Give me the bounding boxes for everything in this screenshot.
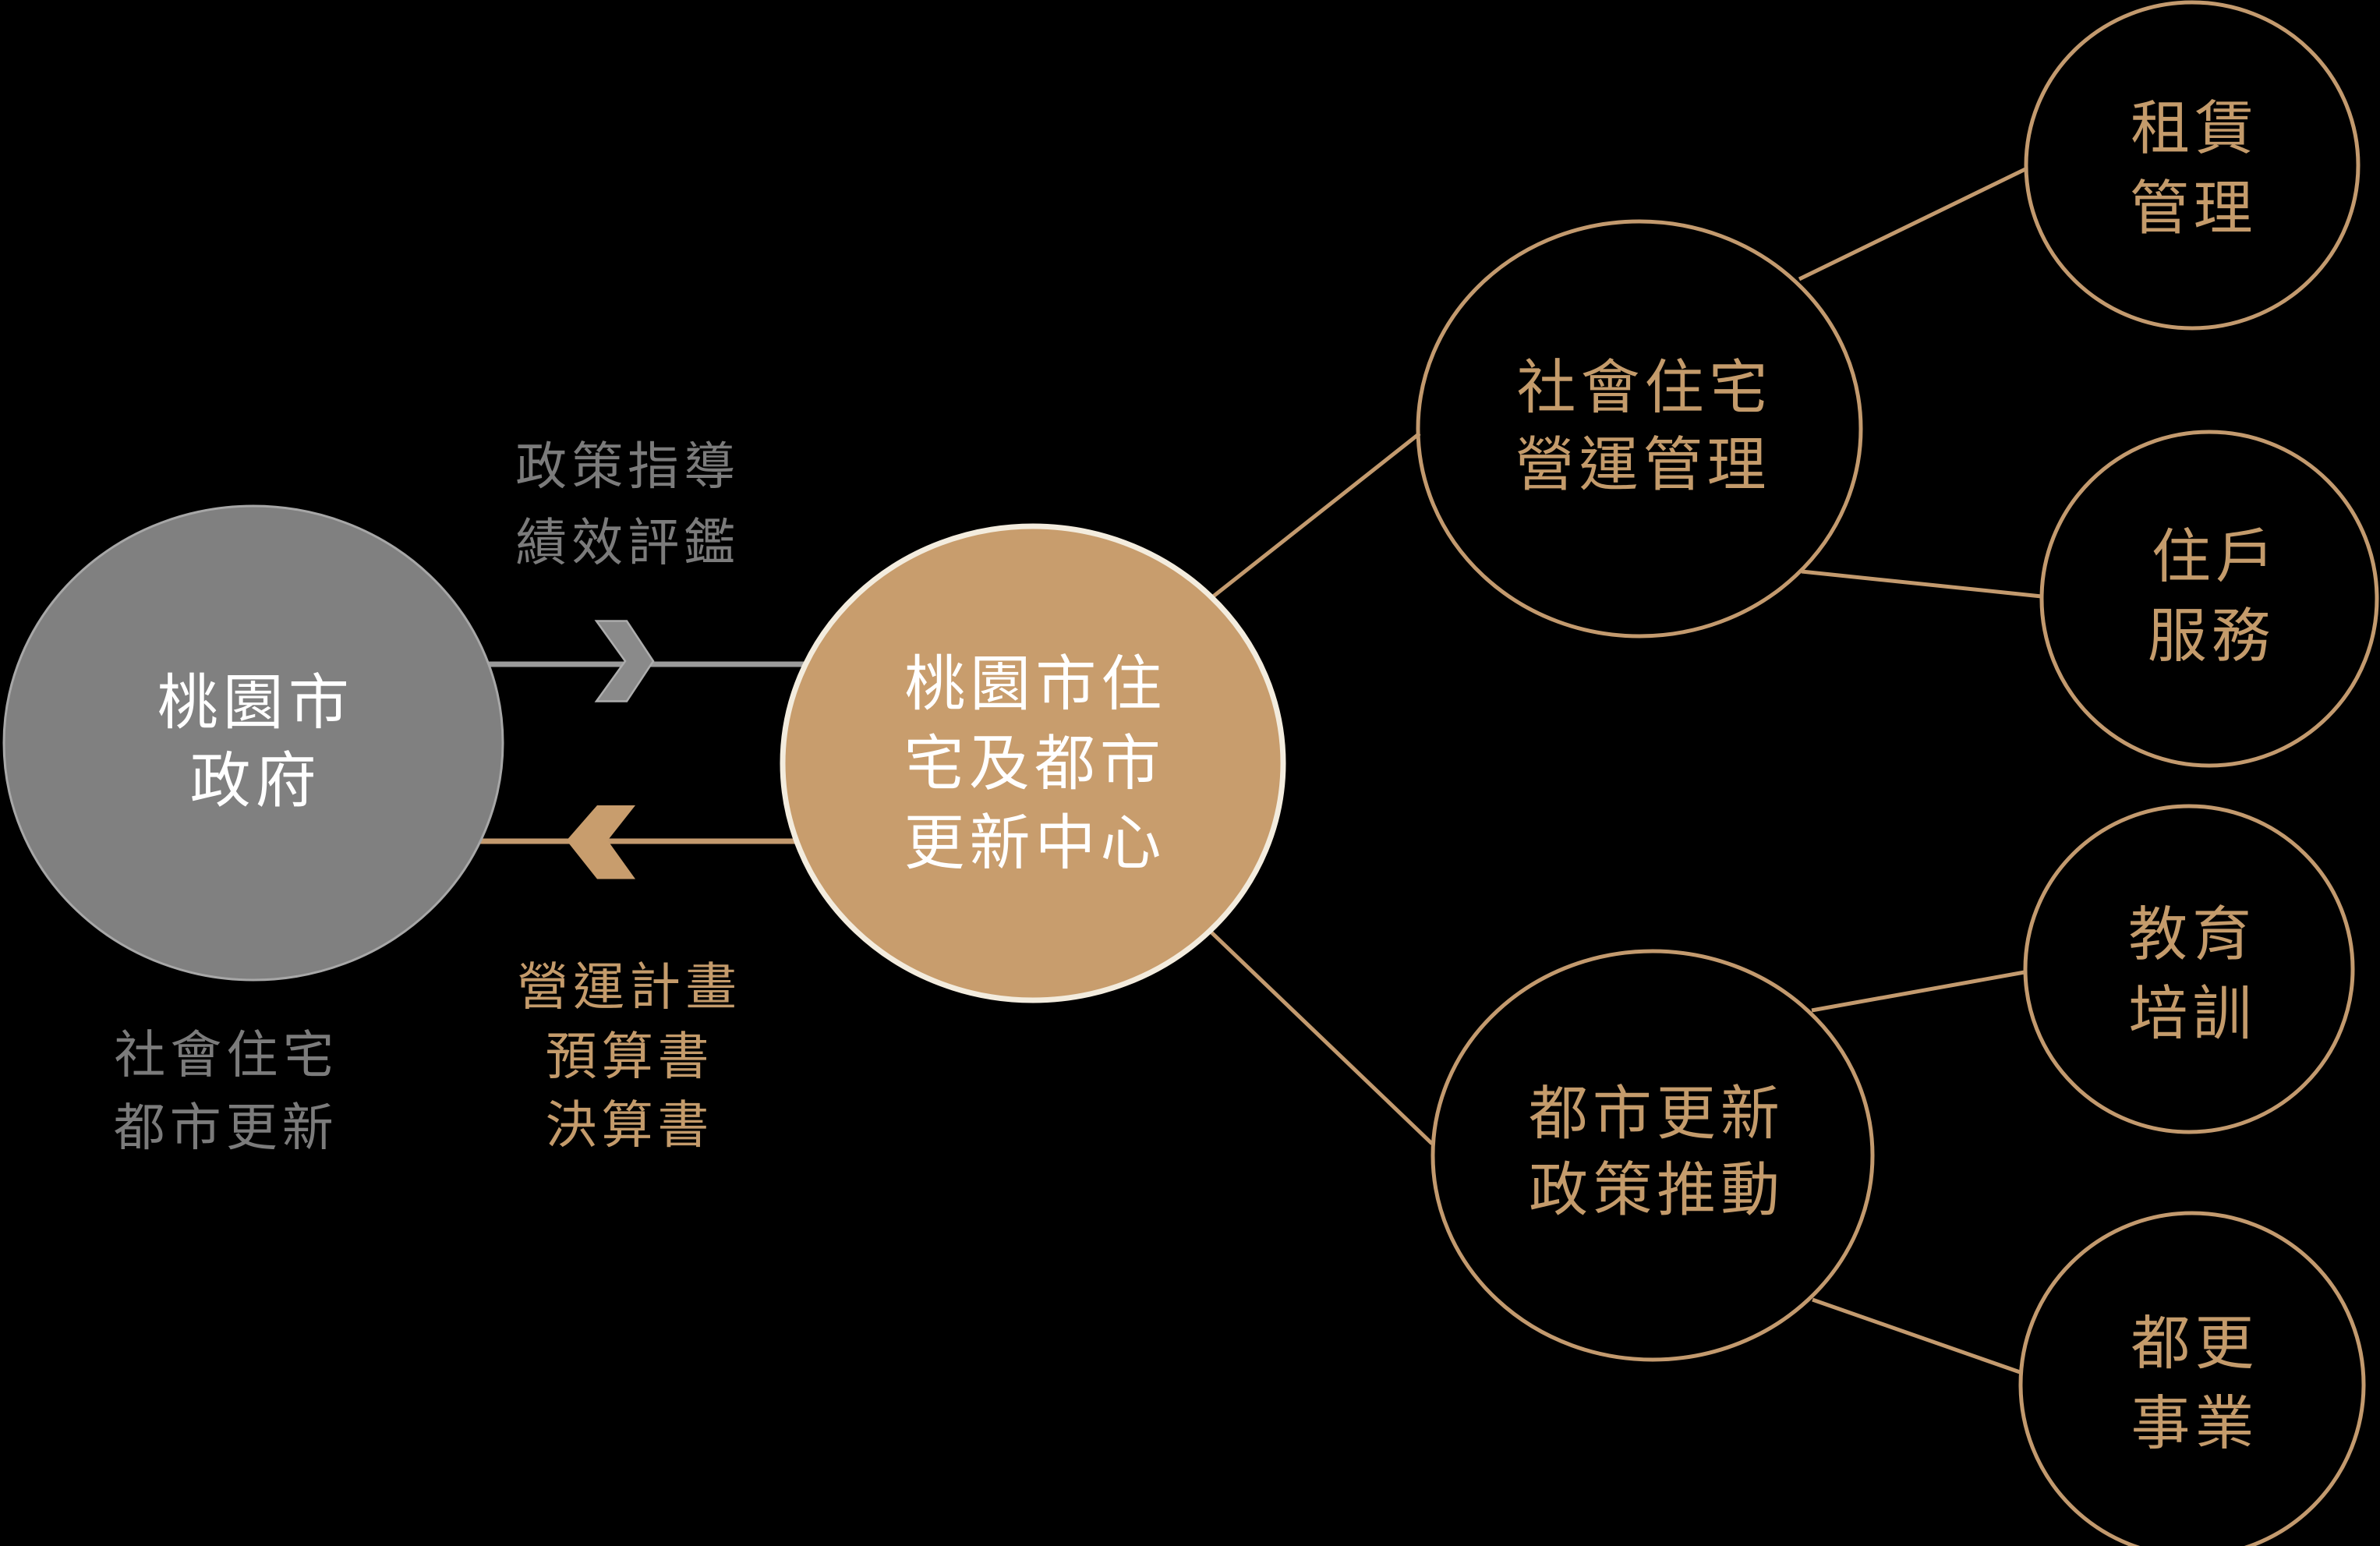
- gov-node-circle: [2, 504, 504, 982]
- leaf-education-label-text: [2130, 904, 2248, 1039]
- return-arrow-head-icon: [566, 805, 635, 879]
- forward-arrow-head-icon: [594, 620, 655, 702]
- edge-center-to-urban-renewal: [1209, 930, 1434, 1145]
- leaf-rental-label-text: [2131, 98, 2251, 234]
- branch-social-housing-circle: [1416, 219, 1863, 639]
- branch-urban-renewal-circle: [1430, 949, 1875, 1362]
- leaf-education-training-circle: [2023, 804, 2355, 1134]
- forward-arrow: [489, 620, 805, 702]
- return-arrow: [480, 805, 797, 879]
- edge-social-housing-to-rental: [1798, 167, 2027, 281]
- edge-center-to-social-housing: [1211, 432, 1421, 599]
- branch-social-label-text: [1517, 357, 1764, 490]
- forward-arrow-label-text: [517, 440, 734, 565]
- edge-urban-renewal-to-business: [1812, 1297, 2021, 1374]
- return-arrow-label-text: [519, 961, 734, 1148]
- edges: [1209, 167, 2042, 1374]
- leaf-resident-services-circle: [2039, 430, 2379, 768]
- leaf-rental-management-circle: [2024, 0, 2361, 331]
- gov-sublabel-text: [115, 1029, 331, 1150]
- leaf-business-label-text: [2131, 1314, 2253, 1449]
- branch-renewal-label-text: [1529, 1083, 1777, 1215]
- edge-urban-renewal-to-education: [1811, 970, 2025, 1013]
- leaf-urban-renewal-business-circle: [2018, 1211, 2366, 1546]
- center-node-circle: [780, 523, 1286, 1003]
- leaf-resident-label-text: [2149, 526, 2269, 662]
- edge-social-housing-to-resident: [1801, 569, 2042, 599]
